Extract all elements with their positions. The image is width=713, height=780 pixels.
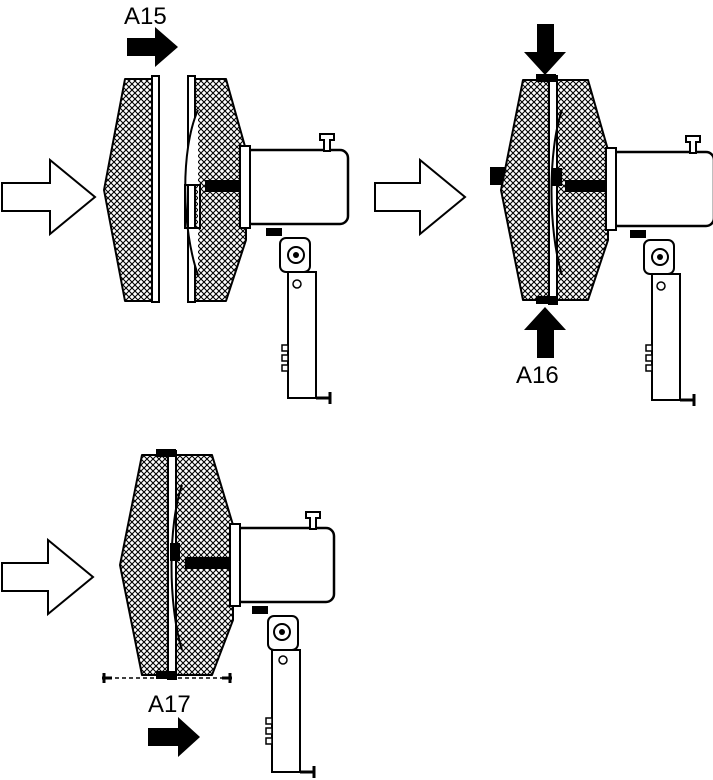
outline-arrow-right-icon [2,160,95,234]
stand-pole [288,272,316,398]
label-a17: A17 [148,691,191,718]
panel-step-1: A15 [2,3,348,404]
screw-icon [102,673,112,683]
front-grille-icon [104,79,157,301]
grille-rim [549,76,557,304]
rear-grille-rim [188,76,195,302]
screw-icon [222,673,232,683]
knob-icon [306,512,320,529]
outline-arrow-right-icon [2,540,93,614]
motor-shaft [565,180,609,192]
stand-knobs [282,345,288,371]
stand-pole [652,274,680,400]
knob-icon [686,136,700,153]
outline-arrow-right-icon [375,160,465,234]
stand-pole [272,650,300,772]
solid-arrow-up-icon [524,307,566,358]
label-a15: A15 [124,3,167,30]
motor-housing-icon [610,152,713,226]
panel-step-2: A16 [375,24,713,406]
motor-housing-icon [244,150,348,224]
stand-foot [316,392,330,404]
front-grille-rim [152,76,159,302]
panel-step-3: A17 [2,449,334,778]
motor-housing-icon [234,528,334,602]
bracket-top [266,228,282,236]
solid-arrow-right-icon [148,717,200,757]
housing-collar [240,146,250,228]
motor-shaft [185,557,233,569]
solid-arrow-down-icon [524,24,566,75]
solid-arrow-right-icon [127,27,178,67]
label-a16: A16 [516,362,559,389]
knob-icon [320,134,334,151]
